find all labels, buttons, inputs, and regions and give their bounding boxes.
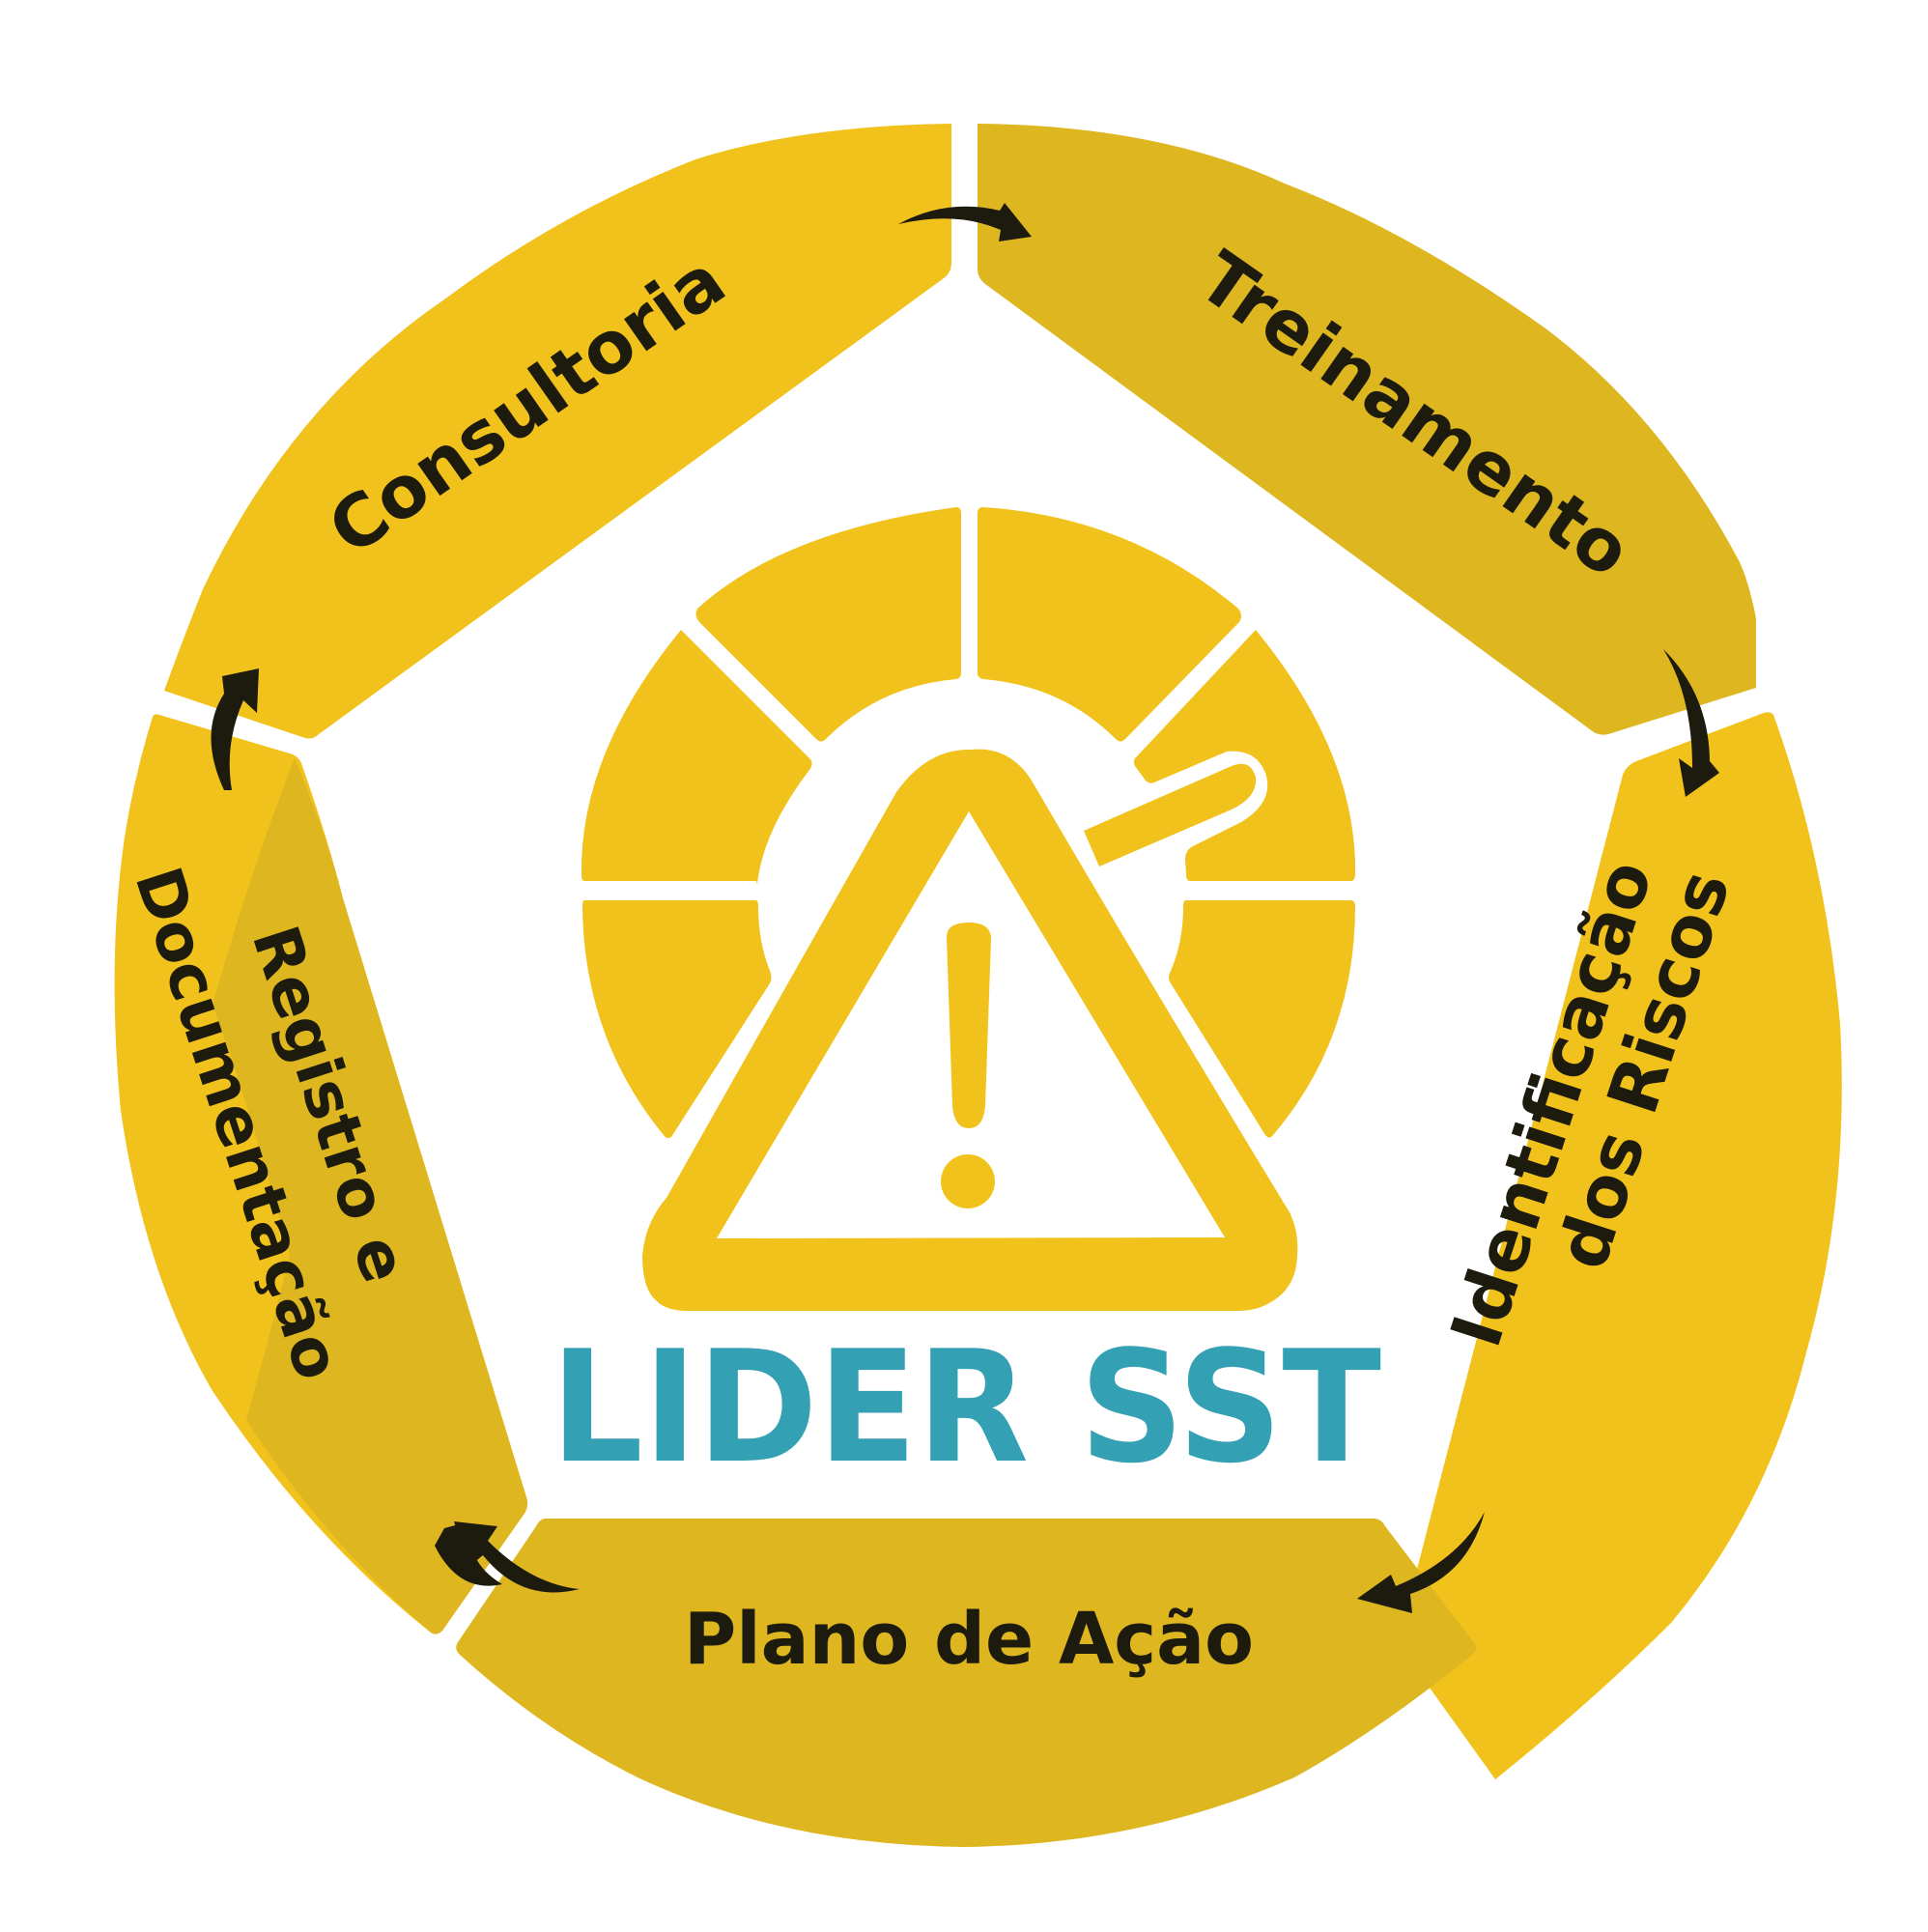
brand-name: LIDER SST <box>551 1317 1381 1497</box>
arrow-treinamento-to-identificacao <box>1663 649 1719 797</box>
warning-triangle-icon <box>642 749 1298 1311</box>
arrow-registro-to-consultoria <box>211 668 259 790</box>
arrow-consultoria-to-treinamento <box>898 203 1032 242</box>
gauge-needle-icon <box>1084 763 1257 867</box>
exclamation-dot-icon <box>941 1154 995 1208</box>
segment-consultoria <box>164 124 951 739</box>
exclamation-mark-icon <box>947 923 991 1128</box>
label-plano-de-acao: Plano de Ação <box>684 1598 1254 1681</box>
segment-identificacao-riscos <box>1399 712 1842 1780</box>
segment-registro-documentacao-shade <box>213 758 527 1634</box>
segment-plano-de-acao <box>456 1519 1477 1847</box>
gauge-icon <box>581 507 1356 1139</box>
arrow-plano-to-registro <box>435 1521 580 1593</box>
segment-treinamento <box>978 124 1756 735</box>
arrow-identificacao-to-plano <box>1357 1512 1485 1613</box>
